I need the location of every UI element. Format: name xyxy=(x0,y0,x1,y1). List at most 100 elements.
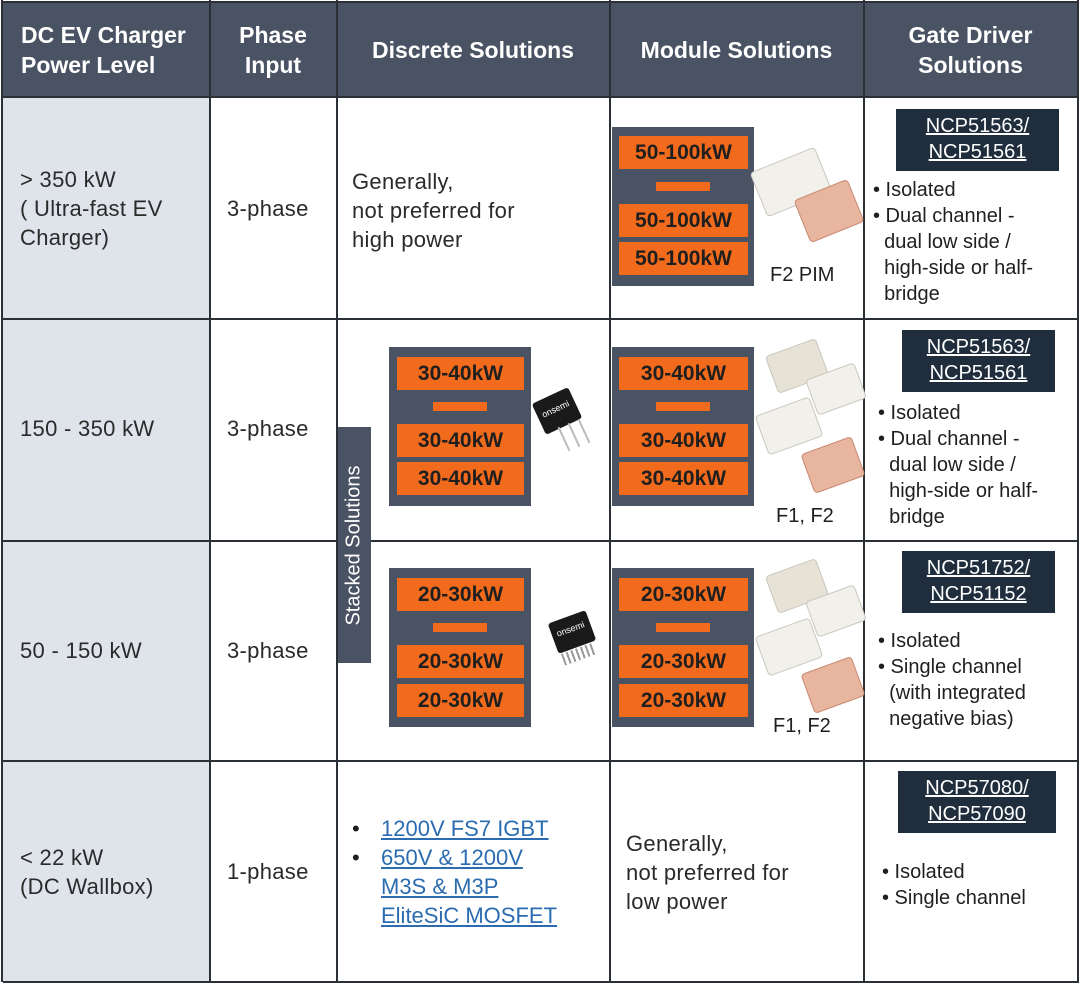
bullet-line: (with integrated xyxy=(878,682,1026,704)
row2-power-cell xyxy=(3,319,209,540)
row1-driver-bullets: • Isolated • Dual channel - dual low sid… xyxy=(873,177,1033,307)
bullet-dot: • xyxy=(352,816,360,841)
grid-line xyxy=(1,0,3,982)
row1-module-caption: F2 PIM xyxy=(770,264,835,286)
row2-power-text: 150 - 350 kW xyxy=(20,416,155,441)
row4-discrete-links: • 1200V FS7 IGBT • 650V & 1200V M3S & M3… xyxy=(352,814,557,930)
part-number-link[interactable]: NCP51561 xyxy=(928,141,1027,163)
part-number-link[interactable]: NCP51563/ xyxy=(926,336,1031,358)
grid-line xyxy=(863,0,865,982)
row2-discrete-bar xyxy=(433,402,487,411)
grid-line xyxy=(3,540,1079,542)
row3-module-caption: F1, F2 xyxy=(773,715,831,737)
row4-module-text: Generally, not preferred for low power xyxy=(626,829,789,916)
grid-line xyxy=(3,760,1079,762)
bullet-dot: • xyxy=(352,845,360,870)
row3-driver-bullets: • Isolated • Single channel (with integr… xyxy=(878,628,1026,732)
grid-line xyxy=(1077,0,1079,982)
grid-line xyxy=(209,0,211,982)
row3-power-text: 50 - 150 kW xyxy=(20,638,142,663)
part-number-link[interactable]: NCP51563/ xyxy=(925,115,1030,137)
elitesic-mosfet-link[interactable]: 650V & 1200V xyxy=(381,845,523,870)
grid-line xyxy=(336,0,338,982)
grid-line xyxy=(3,318,1079,320)
power-line: ( Ultra-fast EV xyxy=(20,196,163,221)
d2pak-package-image: onsemi xyxy=(547,610,604,666)
row4-driver-bullets: • Isolated • Single channel xyxy=(882,859,1026,911)
row1-module-pill-1: 50-100kW xyxy=(619,136,748,169)
row2-module-pill-3: 30-40kW xyxy=(619,462,748,495)
row2-module-pill-2: 30-40kW xyxy=(619,424,748,457)
power-module-image xyxy=(754,396,824,456)
stacked-solutions-text: Stacked Solutions xyxy=(343,464,366,626)
bullet-line: • Isolated xyxy=(882,861,965,883)
row3-discrete-bar xyxy=(433,623,487,632)
row3-power-cell xyxy=(3,541,209,760)
text-line: low power xyxy=(626,889,728,914)
part-number-link[interactable]: NCP57080/ xyxy=(925,777,1029,799)
row4-phase: 1-phase xyxy=(227,859,309,884)
text-line: Generally, xyxy=(352,169,454,194)
row4-power-cell xyxy=(3,761,209,981)
power-module-baseplate-image xyxy=(800,656,866,714)
header-phase-line1: Phase xyxy=(239,21,307,48)
row1-power-cell xyxy=(3,97,209,318)
header-power-level-line1: DC EV Charger xyxy=(21,21,186,48)
row1-module-pill-3: 50-100kW xyxy=(619,242,748,275)
power-line: (DC Wallbox) xyxy=(20,874,154,899)
elitesic-mosfet-link[interactable]: M3S & M3P xyxy=(381,874,499,899)
power-line: Charger) xyxy=(20,225,110,250)
row4-driver-part-box: NCP57080/ NCP57090 xyxy=(898,771,1056,833)
part-number-link[interactable]: NCP51752/ xyxy=(926,557,1031,579)
bullet-line: • Single channel xyxy=(882,887,1026,909)
header-power-level-line2: Power Level xyxy=(21,51,156,78)
bullet-line: • Isolated xyxy=(878,630,961,652)
header-gate-driver: Gate Driver Solutions xyxy=(864,3,1077,96)
row1-phase: 3-phase xyxy=(227,196,309,221)
row1-driver-part-box: NCP51563/ NCP51561 xyxy=(896,109,1059,171)
row3-discrete-pill-3: 20-30kW xyxy=(397,684,524,717)
part-number-link[interactable]: NCP51561 xyxy=(929,362,1028,384)
row2-module-bar xyxy=(656,402,710,411)
bullet-line: • Dual channel - xyxy=(873,205,1015,227)
bullet-line: • Isolated xyxy=(873,179,956,201)
bullet-line: bridge xyxy=(873,283,940,305)
fs7-igbt-link[interactable]: 1200V FS7 IGBT xyxy=(381,816,549,841)
header-module-label: Module Solutions xyxy=(640,36,833,63)
row3-module-bar xyxy=(656,623,710,632)
row1-module-bar xyxy=(656,182,710,191)
grid-line xyxy=(3,1,1079,3)
link-item: • 650V & 1200V M3S & M3P EliteSiC MOSFET xyxy=(352,843,557,930)
power-line: < 22 kW xyxy=(20,845,104,870)
header-gate-line1: Gate Driver xyxy=(908,21,1033,48)
row1-module-pill-2: 50-100kW xyxy=(619,204,748,237)
bullet-line: dual low side / xyxy=(873,231,1011,253)
row3-phase: 3-phase xyxy=(227,638,309,663)
to247-package-image: onsemi xyxy=(531,387,603,452)
link-item: • 1200V FS7 IGBT xyxy=(352,814,557,843)
row3-discrete-pill-1: 20-30kW xyxy=(397,578,524,611)
row2-discrete-pill-3: 30-40kW xyxy=(397,462,524,495)
text-line: not preferred for xyxy=(626,860,789,885)
header-module-solutions: Module Solutions xyxy=(610,3,863,96)
row2-discrete-pill-1: 30-40kW xyxy=(397,357,524,390)
bullet-line: • Dual channel - xyxy=(878,428,1020,450)
part-number-link[interactable]: NCP57090 xyxy=(928,803,1026,825)
row2-discrete-pill-2: 30-40kW xyxy=(397,424,524,457)
row2-phase: 3-phase xyxy=(227,416,309,441)
row4-power-text: < 22 kW (DC Wallbox) xyxy=(20,843,154,901)
bullet-line: • Isolated xyxy=(878,402,961,424)
row3-module-pill-3: 20-30kW xyxy=(619,684,748,717)
row3-driver-part-box: NCP51752/ NCP51152 xyxy=(902,551,1055,613)
row2-module-caption: F1, F2 xyxy=(776,505,834,527)
header-phase-input: Phase Input xyxy=(210,3,336,96)
part-number-link[interactable]: NCP51152 xyxy=(930,583,1027,605)
text-line: high power xyxy=(352,227,463,252)
header-power-level: DC EV Charger Power Level xyxy=(3,3,209,96)
elitesic-mosfet-link[interactable]: EliteSiC MOSFET xyxy=(381,903,558,928)
header-discrete-label: Discrete Solutions xyxy=(372,36,574,63)
row2-driver-part-box: NCP51563/ NCP51561 xyxy=(902,330,1055,392)
row2-driver-bullets: • Isolated • Dual channel - dual low sid… xyxy=(878,400,1038,530)
bullet-line: dual low side / xyxy=(878,454,1016,476)
bullet-line: • Single channel xyxy=(878,656,1022,678)
